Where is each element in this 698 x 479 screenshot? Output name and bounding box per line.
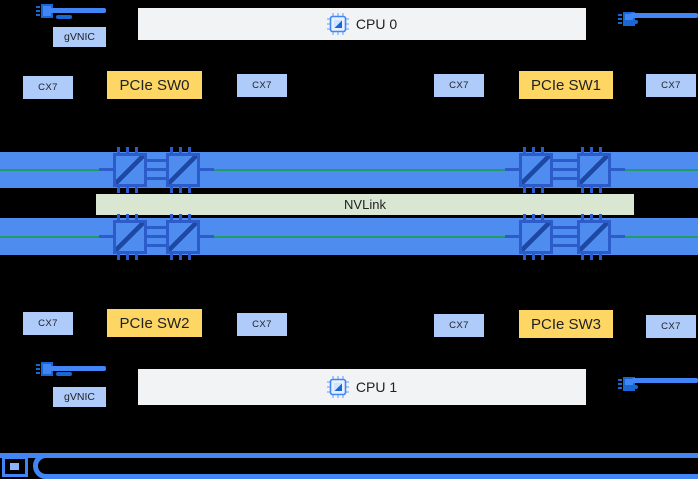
nvlink-trace-line <box>0 169 698 171</box>
cx7-label: CX7 <box>661 80 681 91</box>
cpu-chip-icon <box>326 376 349 398</box>
cpu0-box: CPU 0 <box>138 8 586 40</box>
network-link-accent <box>624 20 638 24</box>
cx7-nic-box: CX7 <box>23 312 73 335</box>
gpu-chip-icon <box>113 214 147 260</box>
gpu-trace-stub <box>200 235 214 238</box>
gvnic-label: gVNIC <box>64 391 95 403</box>
gpu-chip-icon <box>113 147 147 193</box>
gpu-chip-icon <box>519 214 553 260</box>
pcie-switch1-box: PCIe SW1 <box>519 71 613 99</box>
cx7-label: CX7 <box>449 80 469 91</box>
bus-chip-icon <box>2 456 28 477</box>
gpu-trace-stub <box>611 235 625 238</box>
cx7-label: CX7 <box>449 320 469 331</box>
gpu-interconnect-traces <box>552 159 578 180</box>
cx7-nic-box: CX7 <box>434 74 484 97</box>
cx7-nic-box: CX7 <box>237 313 287 336</box>
gvnic-box: gVNIC <box>53 387 106 407</box>
cx7-label: CX7 <box>661 321 681 332</box>
cx7-nic-box: CX7 <box>646 315 696 338</box>
cx7-label: CX7 <box>252 319 272 330</box>
pcie-switch3-box: PCIe SW3 <box>519 310 613 338</box>
network-link-line <box>50 8 106 13</box>
cx7-label: CX7 <box>38 318 58 329</box>
pcie-switch2-label: PCIe SW2 <box>119 314 190 332</box>
network-link-line <box>50 366 106 371</box>
cx7-label: CX7 <box>38 82 58 93</box>
network-link-line <box>630 13 698 18</box>
gpu-chip-icon <box>577 147 611 193</box>
gpu-interconnect-traces <box>552 226 578 247</box>
nvlink-trace-line <box>0 236 698 238</box>
cx7-nic-box: CX7 <box>646 74 696 97</box>
gvnic-label: gVNIC <box>64 31 95 43</box>
gpu-trace-stub <box>200 168 214 171</box>
network-link-accent <box>624 385 638 389</box>
cpu-chip-icon <box>326 13 349 35</box>
cx7-nic-box: CX7 <box>434 314 484 337</box>
network-link-accent <box>56 372 72 376</box>
gpu-chip-icon <box>166 147 200 193</box>
gpu-interconnect-traces <box>146 226 168 247</box>
cpu1-box: CPU 1 <box>138 369 586 405</box>
network-link-line <box>632 378 698 383</box>
gpu-trace-stub <box>99 168 113 171</box>
gpu-chip-icon <box>577 214 611 260</box>
bus-pill <box>33 453 698 479</box>
cx7-label: CX7 <box>252 80 272 91</box>
gpu-trace-stub <box>505 235 519 238</box>
gpu-chip-icon <box>166 214 200 260</box>
gpu-interconnect-traces <box>146 159 168 180</box>
gpu-trace-stub <box>611 168 625 171</box>
cx7-nic-box: CX7 <box>23 76 73 99</box>
nvlink-label: NVLink <box>344 197 386 212</box>
pcie-switch3-label: PCIe SW3 <box>530 315 602 333</box>
gpu-trace-stub <box>505 168 519 171</box>
nvlink-bar: NVLink <box>96 194 634 215</box>
gvnic-box: gVNIC <box>53 27 106 47</box>
pcie-switch0-label: PCIe SW0 <box>119 76 190 94</box>
cx7-nic-box: CX7 <box>237 74 287 97</box>
network-link-accent <box>56 15 72 19</box>
cpu0-label: CPU 0 <box>355 16 398 32</box>
pcie-switch1-label: PCIe SW1 <box>530 76 602 94</box>
pcie-switch2-box: PCIe SW2 <box>107 309 202 337</box>
cpu1-label: CPU 1 <box>355 379 398 395</box>
pcie-switch0-box: PCIe SW0 <box>107 71 202 99</box>
gpu-chip-icon <box>519 147 553 193</box>
gpu-trace-stub <box>99 235 113 238</box>
